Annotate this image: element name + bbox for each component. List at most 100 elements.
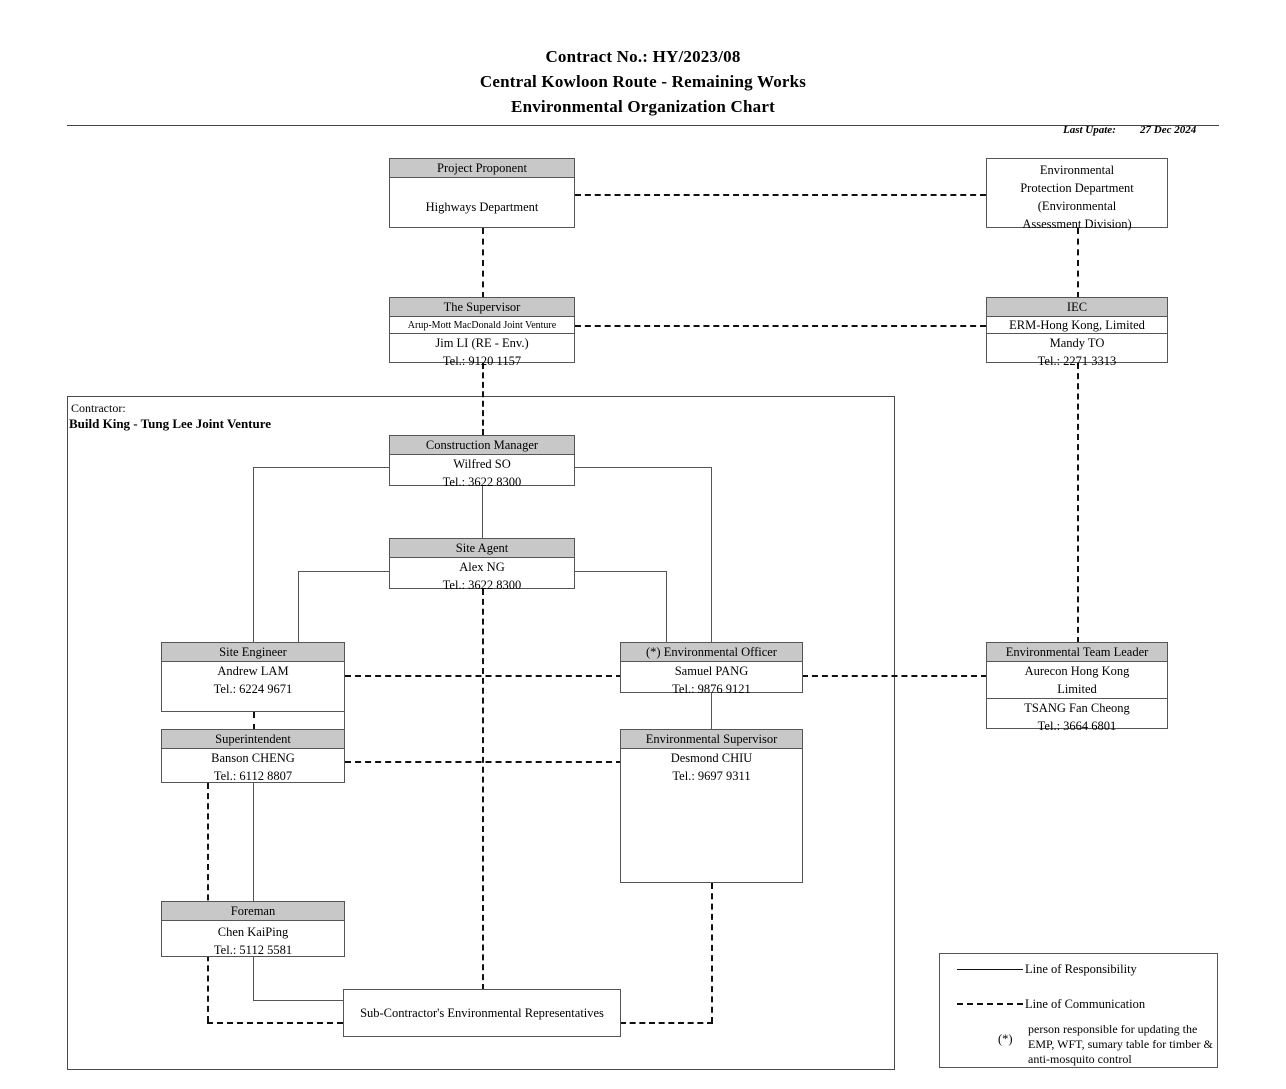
node-environmental-protection-department[interactable]: Environmental Protection Department (Env… — [986, 158, 1168, 231]
site-agent-person: Alex NG — [459, 560, 505, 574]
spacer — [390, 178, 574, 184]
node-subcontractor-representatives[interactable]: Sub-Contractor's Environmental Represent… — [343, 989, 621, 1037]
node-site-agent[interactable]: Site Agent Alex NG Tel.: 3622 8300 — [389, 538, 575, 592]
environmental-team-leader-org2: Limited — [987, 680, 1167, 699]
foreman-person: Chen KaiPing — [217, 925, 289, 939]
node-environmental-team-leader[interactable]: Environmental Team Leader Aurecon Hong K… — [986, 642, 1168, 733]
connector-proponent-epd — [575, 194, 986, 196]
iec-header: IEC — [987, 298, 1167, 317]
legend-communication-label: Line of Communication — [1025, 997, 1146, 1011]
supervisor-header: The Supervisor — [390, 298, 574, 317]
node-superintendent[interactable]: Superintendent Banson CHENG Tel.: 6112 8… — [161, 729, 345, 783]
project-proponent-org: Highways Department — [425, 200, 539, 214]
solid-line-icon — [957, 968, 1023, 970]
site-engineer-person: Andrew LAM — [217, 664, 289, 678]
connector-sa-branch-left — [298, 571, 390, 572]
connector-foreman-sub-v — [253, 957, 254, 1000]
supervisor-tel: Tel.: 9120 1157 — [442, 354, 522, 368]
connector-epd-iec — [1077, 228, 1079, 298]
connector-eo-es — [711, 693, 712, 730]
contractor-name: Build King - Tung Lee Joint Venture — [69, 416, 272, 431]
environmental-officer-person: Samuel PANG — [674, 664, 749, 678]
connector-supervisor-iec — [575, 325, 986, 327]
supervisor-person: Jim LI (RE - Env.) — [435, 336, 529, 350]
foreman-header: Foreman — [162, 902, 344, 921]
legend-responsibility-label: Line of Responsibility — [1025, 962, 1137, 976]
connector-es-sub-v — [711, 883, 713, 1023]
node-iec[interactable]: IEC ERM-Hong Kong, Limited Mandy TO Tel.… — [986, 297, 1168, 368]
connector-sa-drop-right — [666, 571, 667, 643]
environmental-officer-tel: Tel.: 9876 9121 — [672, 682, 751, 696]
page-title: Contract No.: HY/2023/08 Central Kowloon… — [0, 44, 1286, 119]
foreman-tel: Tel.: 5112 5581 — [213, 943, 293, 957]
connector-cm-drop-left — [253, 467, 254, 643]
connector-proponent-supervisor — [482, 228, 484, 298]
connector-superintendent-subcontractor-h — [207, 1022, 343, 1024]
epd-line4: Assessment Division) — [1022, 217, 1132, 231]
subcontractor-label: Sub-Contractor's Environmental Represent… — [360, 1006, 604, 1020]
title-line-contract: Contract No.: HY/2023/08 — [545, 47, 741, 66]
site-engineer-header: Site Engineer — [162, 643, 344, 662]
legend-asterisk-marker: (*) — [998, 1032, 1013, 1046]
site-engineer-tel: Tel.: 6224 9671 — [213, 682, 293, 696]
node-site-engineer[interactable]: Site Engineer Andrew LAM Tel.: 6224 9671 — [161, 642, 345, 712]
connector-sa-drop-left — [298, 571, 299, 643]
epd-line3: (Environmental — [1037, 199, 1117, 213]
connector-eo-etl — [802, 675, 987, 677]
supervisor-organisation: Arup-Mott MacDonald Joint Venture — [390, 317, 574, 334]
title-line-chart: Environmental Organization Chart — [511, 97, 775, 116]
title-line-project: Central Kowloon Route - Remaining Works — [479, 72, 807, 91]
contractor-caption: Contractor: — [71, 401, 126, 415]
connector-siteagent-subcontractor — [482, 589, 484, 990]
connector-cm-branch-right — [574, 467, 712, 468]
epd-line2: Protection Department — [1020, 181, 1134, 195]
node-the-supervisor[interactable]: The Supervisor Arup-Mott MacDonald Joint… — [389, 297, 575, 368]
construction-manager-tel: Tel.: 3622 8300 — [442, 475, 522, 489]
node-foreman[interactable]: Foreman Chen KaiPing Tel.: 5112 5581 — [161, 901, 345, 957]
last-update-value: 27 Dec 2024 — [1140, 124, 1197, 136]
epd-line1: Environmental — [1039, 163, 1115, 177]
iec-tel: Tel.: 2271 3313 — [1037, 354, 1117, 368]
environmental-team-leader-header: Environmental Team Leader — [987, 643, 1167, 662]
construction-manager-header: Construction Manager — [390, 436, 574, 455]
environmental-team-leader-person: TSANG Fan Cheong — [1024, 701, 1130, 715]
title-divider — [67, 125, 1219, 126]
superintendent-tel: Tel.: 6112 8807 — [213, 769, 293, 783]
connector-foreman-sub-h — [253, 1000, 343, 1001]
legend-communication-row: Line of Communication — [957, 996, 1145, 1012]
iec-organisation: ERM-Hong Kong, Limited — [987, 317, 1167, 334]
last-update-label: Last Upate: — [1063, 124, 1116, 136]
environmental-team-leader-org1: Aurecon Hong Kong — [1024, 664, 1130, 678]
superintendent-header: Superintendent — [162, 730, 344, 749]
environmental-supervisor-tel: Tel.: 9697 9311 — [672, 769, 751, 783]
node-construction-manager[interactable]: Construction Manager Wilfred SO Tel.: 36… — [389, 435, 575, 489]
superintendent-person: Banson CHENG — [211, 751, 295, 765]
connector-superintendent-es — [345, 761, 622, 763]
iec-person: Mandy TO — [1049, 336, 1105, 350]
environmental-supervisor-person: Desmond CHIU — [670, 751, 753, 765]
node-environmental-officer[interactable]: (*) Environmental Officer Samuel PANG Te… — [620, 642, 803, 696]
connector-cm-branch-left — [253, 467, 390, 468]
site-agent-header: Site Agent — [390, 539, 574, 558]
environmental-team-leader-tel: Tel.: 3664 6801 — [1037, 719, 1117, 733]
connector-se-eo — [345, 675, 622, 677]
legend-box — [939, 953, 1218, 1068]
construction-manager-person: Wilfred SO — [453, 457, 511, 471]
connector-es-sub-h — [620, 1022, 713, 1024]
legend-asterisk-note: person responsible for updating the EMP,… — [1028, 1022, 1213, 1066]
environmental-supervisor-header: Environmental Supervisor — [621, 730, 802, 749]
node-project-proponent[interactable]: Project Proponent Highways Department — [389, 158, 575, 228]
connector-superintendent-foreman — [253, 783, 254, 909]
connector-cm-drop-right — [711, 467, 712, 643]
connector-sa-branch-right — [574, 571, 667, 572]
project-proponent-header: Project Proponent — [390, 159, 574, 178]
connector-se-superintendent — [253, 712, 255, 730]
dashed-line-icon — [957, 1003, 1023, 1005]
environmental-officer-header: (*) Environmental Officer — [621, 643, 802, 662]
node-environmental-supervisor[interactable]: Environmental Supervisor Desmond CHIU Te… — [620, 729, 803, 883]
connector-supervisor-cm — [482, 363, 484, 435]
connector-cm-siteagent — [482, 486, 483, 538]
connector-iec-etl — [1077, 363, 1079, 643]
contractor-frame — [67, 396, 895, 1070]
